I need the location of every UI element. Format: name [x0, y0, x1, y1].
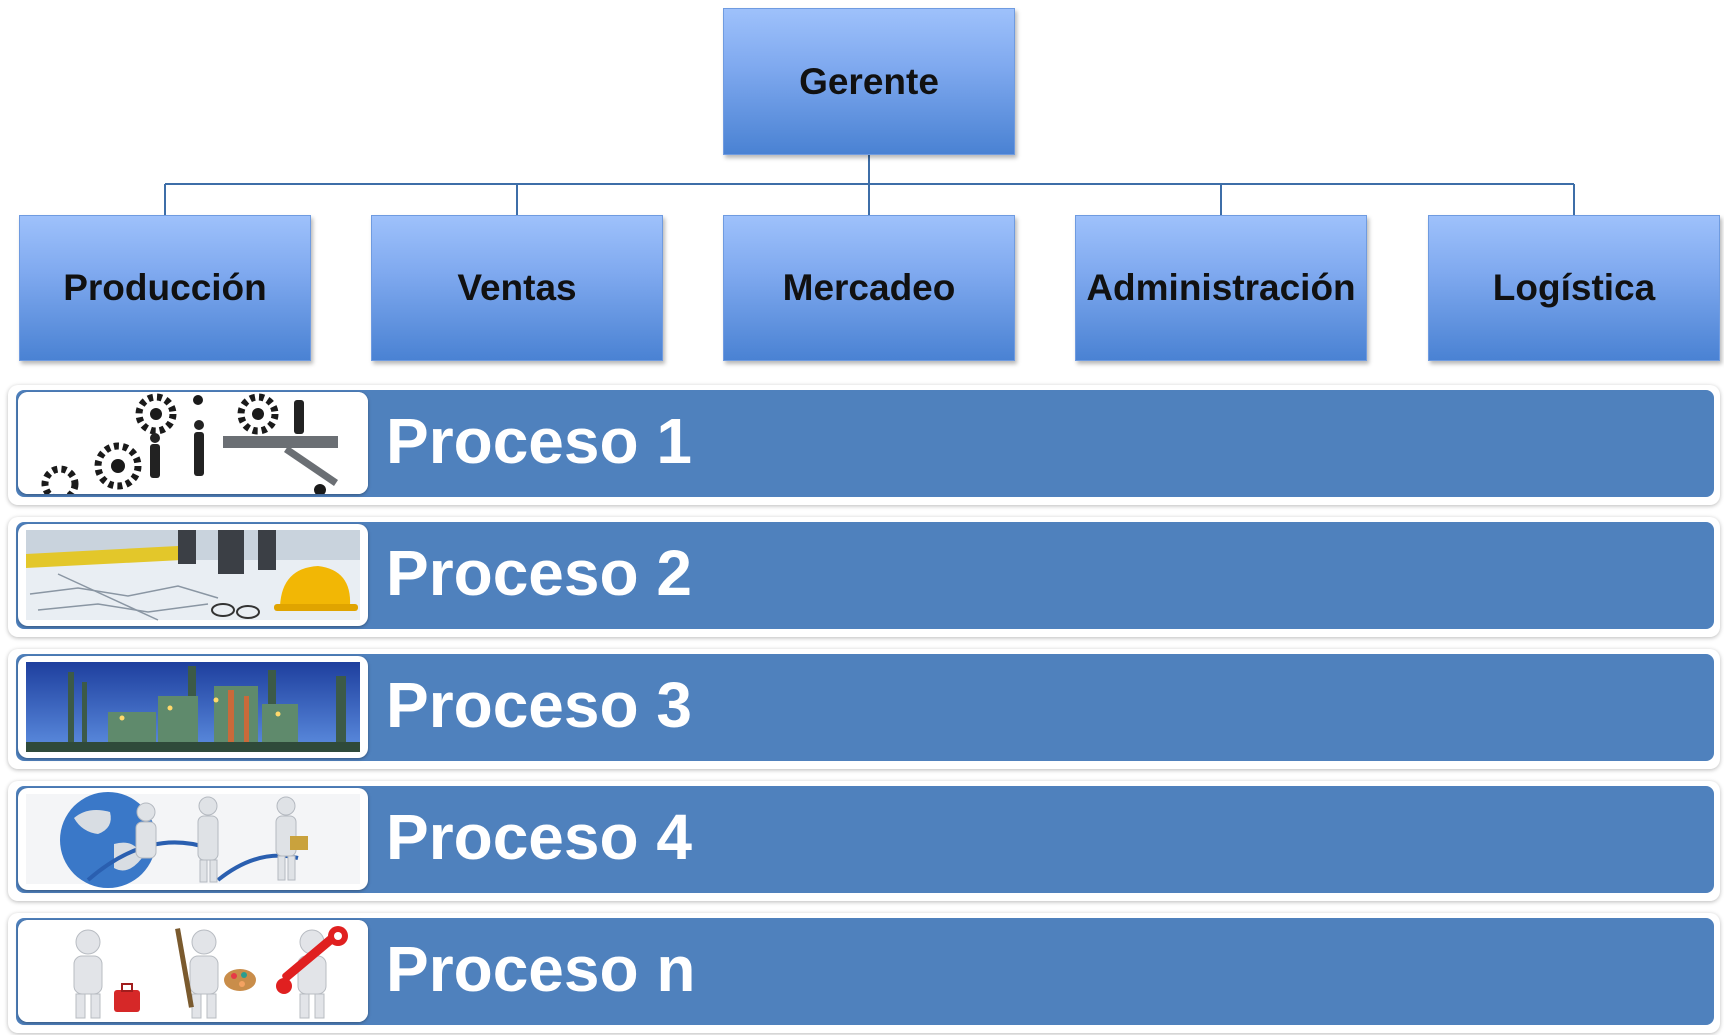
org-root-label: Gerente: [799, 60, 939, 102]
globe-network-figures-image: [18, 788, 368, 890]
org-dept-label: Ventas: [457, 267, 577, 308]
tool-figures-image: [18, 920, 368, 1022]
org-dept-produccion: Producción: [19, 215, 311, 361]
org-dept-label: Producción: [63, 267, 267, 308]
process-label: Proceso 2: [386, 537, 692, 609]
process-label: Proceso 1: [386, 405, 692, 477]
process-band-n: Proceso n: [8, 913, 1720, 1033]
process-band-2: Proceso 2: [8, 517, 1720, 637]
process-band-1: Proceso 1: [8, 385, 1720, 505]
org-dept-mercadeo: Mercadeo: [723, 215, 1015, 361]
process-band-4: Proceso 4: [8, 781, 1720, 901]
process-label: Proceso n: [386, 933, 696, 1005]
org-dept-label: Administración: [1086, 267, 1356, 308]
org-dept-logistica: Logística: [1428, 215, 1720, 361]
org-root-gerente: Gerente: [723, 8, 1015, 155]
process-label: Proceso 3: [386, 669, 692, 741]
gears-and-workers-image: [18, 392, 368, 494]
org-dept-ventas: Ventas: [371, 215, 663, 361]
industrial-refinery-image: [18, 656, 368, 758]
process-label: Proceso 4: [386, 801, 692, 873]
org-dept-label: Mercadeo: [782, 267, 956, 308]
blueprint-hardhat-image: [18, 524, 368, 626]
org-dept-administracion: Administración: [1075, 215, 1367, 361]
org-dept-label: Logística: [1492, 267, 1656, 308]
process-band-3: Proceso 3: [8, 649, 1720, 769]
